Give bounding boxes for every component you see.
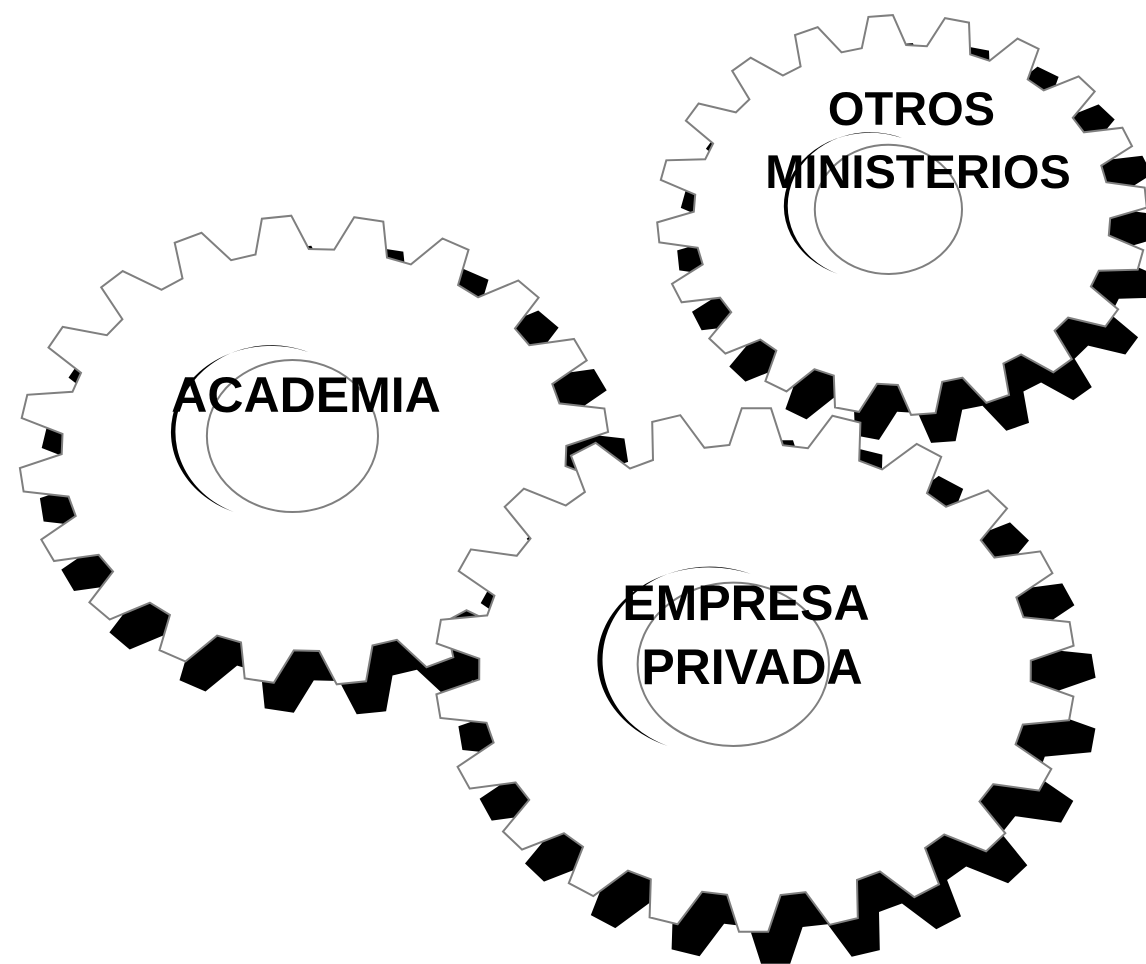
gear-empresa-privada-label-line-1: EMPRESA — [622, 575, 868, 631]
gear-academia-label: ACADEMIA — [171, 367, 440, 423]
gear-academia-hole — [205, 359, 379, 513]
gear-otros-ministerios-label: OTROS MINISTERIOS — [765, 82, 1071, 198]
gear-otros-ministerios-hole — [813, 143, 964, 275]
gear-otros-ministerios-face — [656, 14, 1146, 416]
gear-empresa-privada: EMPRESA PRIVADA — [435, 407, 1096, 964]
gear-otros-ministerios-label-line-2: MINISTERIOS — [765, 145, 1071, 198]
gear-otros-ministerios: OTROS MINISTERIOS — [656, 14, 1146, 443]
gear-academia-label-line-1: ACADEMIA — [171, 367, 440, 423]
gear-empresa-privada-label: EMPRESA PRIVADA — [622, 575, 881, 695]
gear-otros-ministerios-label-line-1: OTROS — [828, 82, 995, 135]
gear-empresa-privada-hole — [636, 581, 831, 747]
gear-empresa-privada-face — [435, 407, 1075, 933]
gear-empresa-privada-label-line-2: PRIVADA — [641, 639, 862, 695]
